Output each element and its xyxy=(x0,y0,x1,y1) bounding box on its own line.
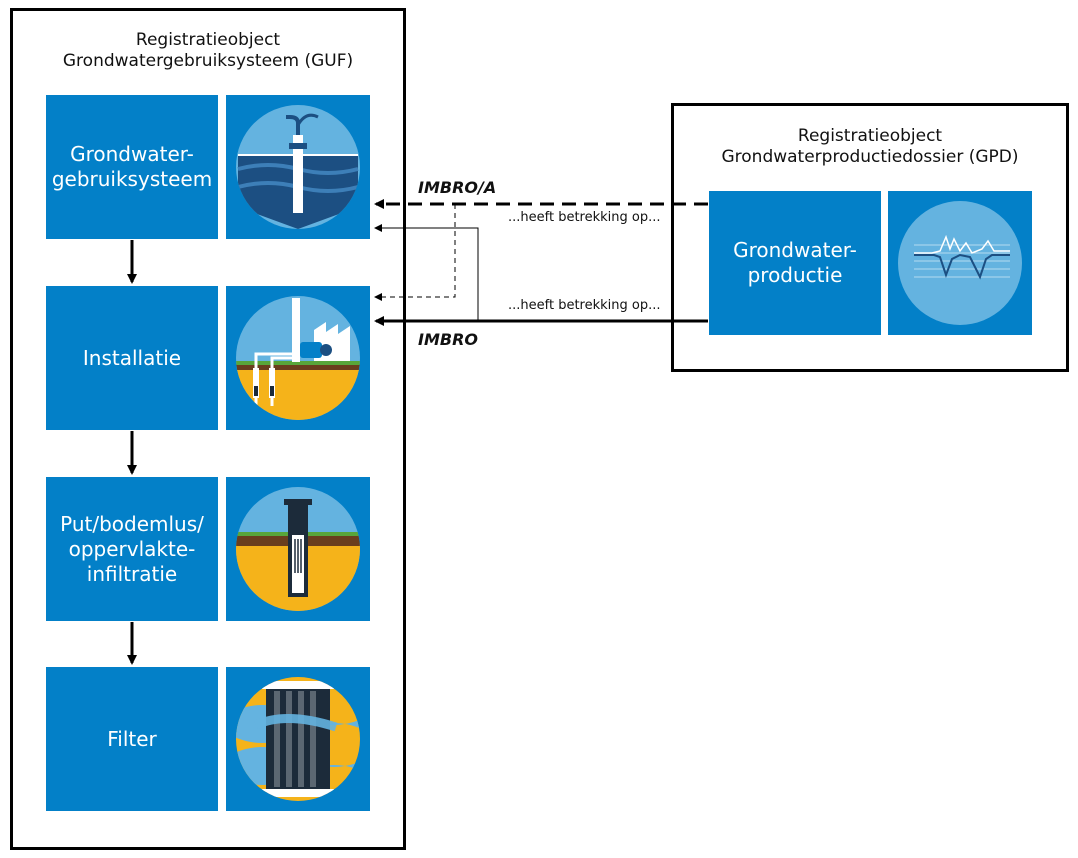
guf-title: Registratieobject Grondwatergebruiksyste… xyxy=(62,30,354,71)
industrial-installation-icon-tile xyxy=(226,286,370,430)
production-graph-icon-tile xyxy=(888,191,1032,335)
imbro-label: IMBRO xyxy=(418,330,478,349)
well-icon xyxy=(236,487,360,611)
box-installatie[interactable]: Installatie xyxy=(46,286,218,430)
gpd-title: Registratieobject Grondwaterproductiedos… xyxy=(721,126,1019,167)
imbro-a-label: IMBRO/A xyxy=(418,178,497,197)
box-put-bodemlus[interactable]: Put/bodemlus/oppervlakte-infiltratie xyxy=(46,477,218,621)
relation-label-top: ...heeft betrekking op... xyxy=(508,210,661,225)
relation-label-bottom: ...heeft betrekking op... xyxy=(508,298,661,313)
water-pump-icon xyxy=(236,105,360,229)
filter-screen-icon xyxy=(236,677,360,801)
box-filter[interactable]: Filter xyxy=(46,667,218,811)
filter-screen-icon-tile xyxy=(226,667,370,811)
industrial-installation-icon xyxy=(236,296,360,420)
box-grondwaterproductie[interactable]: Grondwater-productie xyxy=(709,191,881,335)
well-icon-tile xyxy=(226,477,370,621)
production-graph-icon xyxy=(898,201,1022,325)
box-grondwatergebruiksysteem[interactable]: Grondwater-gebruiksysteem xyxy=(46,95,218,239)
water-pump-icon-tile xyxy=(226,95,370,239)
